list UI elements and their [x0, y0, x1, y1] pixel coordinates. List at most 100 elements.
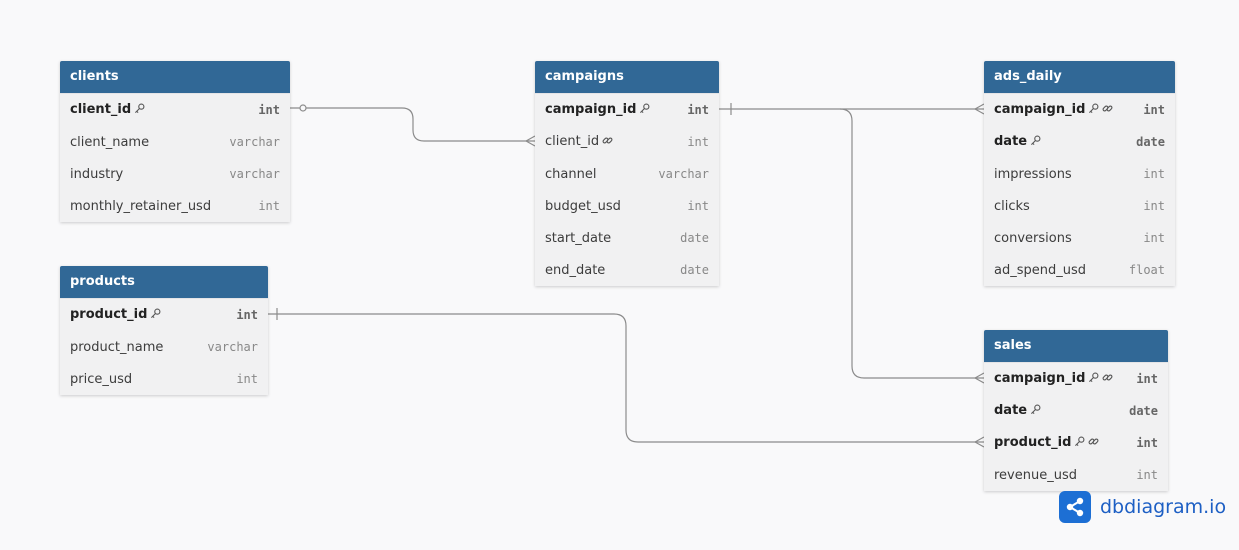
- column-row-end-date[interactable]: end_date date: [535, 254, 719, 286]
- column-name: revenue_usd: [994, 467, 1077, 483]
- column-name: budget_usd: [545, 198, 621, 214]
- column-name: product_id: [994, 435, 1072, 450]
- column-name: price_usd: [70, 371, 133, 387]
- key-icon: [1088, 103, 1099, 118]
- column-type: varchar: [658, 167, 709, 181]
- key-icon: [134, 103, 145, 118]
- column-name: client_id: [545, 134, 600, 149]
- column-row-budget-usd[interactable]: budget_usd int: [535, 190, 719, 222]
- column-type: varchar: [229, 135, 280, 149]
- column-type: varchar: [229, 167, 280, 181]
- column-type: int: [1143, 199, 1165, 213]
- column-type: date: [680, 263, 709, 277]
- column-type: int: [687, 135, 709, 149]
- dbdiagram-brand[interactable]: dbdiagram.io: [1059, 491, 1226, 523]
- table-header[interactable]: campaigns: [535, 61, 719, 93]
- column-name: campaign_id: [994, 102, 1086, 117]
- key-icon: [150, 308, 161, 323]
- table-header[interactable]: sales: [984, 330, 1168, 362]
- column-name: date: [994, 134, 1028, 149]
- column-name: monthly_retainer_usd: [70, 198, 212, 214]
- column-type: date: [680, 231, 709, 245]
- column-type: int: [687, 199, 709, 213]
- column-name: date: [994, 403, 1028, 418]
- column-name: client_name: [70, 134, 150, 150]
- column-row-revenue-usd[interactable]: revenue_usd int: [984, 459, 1168, 491]
- column-name: clicks: [994, 198, 1030, 214]
- key-icon: [1030, 404, 1041, 419]
- dbdiagram-brand-text: dbdiagram.io: [1100, 496, 1227, 518]
- column-name: ad_spend_usd: [994, 262, 1086, 278]
- column-row-client-name[interactable]: client_name varchar: [60, 126, 290, 158]
- column-name: industry: [70, 166, 124, 182]
- column-name: campaign_id: [545, 102, 637, 117]
- column-name: product_id: [70, 307, 148, 322]
- column-row-product-id[interactable]: product_id int: [60, 299, 268, 331]
- relationship-line-campaigns-sales: [839, 108, 984, 379]
- column-type: int: [1136, 468, 1158, 482]
- column-type: varchar: [207, 340, 258, 354]
- relationship-line-clients-campaigns: [290, 107, 535, 142]
- key-icon: [1030, 135, 1041, 150]
- link-icon: [602, 135, 613, 150]
- link-icon: [1088, 436, 1099, 451]
- column-type: int: [258, 103, 280, 117]
- column-row-date[interactable]: date date: [984, 395, 1168, 427]
- column-row-clicks[interactable]: clicks int: [984, 190, 1175, 222]
- column-row-industry[interactable]: industry varchar: [60, 158, 290, 190]
- column-row-client-id[interactable]: client_id int: [60, 94, 290, 126]
- column-name: campaign_id: [994, 371, 1086, 386]
- link-icon: [1102, 372, 1113, 387]
- table-header[interactable]: ads_daily: [984, 61, 1175, 93]
- column-name: channel: [545, 166, 597, 182]
- column-name: client_id: [70, 102, 132, 117]
- column-row-campaign-id[interactable]: campaign_id int: [535, 94, 719, 126]
- column-name: conversions: [994, 230, 1072, 246]
- column-type: int: [258, 199, 280, 213]
- many-marker: [974, 103, 985, 115]
- column-row-campaign-id[interactable]: campaign_id int: [984, 363, 1168, 395]
- column-row-campaign-id[interactable]: campaign_id int: [984, 94, 1175, 126]
- column-type: float: [1128, 263, 1165, 277]
- link-icon: [1102, 103, 1113, 118]
- many-marker: [974, 436, 985, 448]
- column-row-channel[interactable]: channel varchar: [535, 158, 719, 190]
- column-row-price-usd[interactable]: price_usd int: [60, 363, 268, 395]
- key-icon: [1088, 372, 1099, 387]
- column-type: int: [236, 372, 258, 386]
- column-row-conversions[interactable]: conversions int: [984, 222, 1175, 254]
- column-type: int: [687, 103, 709, 117]
- column-row-ad-spend-usd[interactable]: ad_spend_usd float: [984, 254, 1175, 286]
- column-name: end_date: [545, 262, 606, 278]
- column-row-start-date[interactable]: start_date date: [535, 222, 719, 254]
- column-name: start_date: [545, 230, 612, 246]
- column-name: product_name: [70, 339, 164, 355]
- table-header[interactable]: products: [60, 266, 268, 298]
- relationship-line-products-sales: [268, 313, 984, 443]
- many-marker: [974, 372, 985, 384]
- many-marker: [525, 135, 536, 147]
- key-icon: [639, 103, 650, 118]
- column-type: date: [1136, 135, 1165, 149]
- column-type: int: [236, 308, 258, 322]
- table-header[interactable]: clients: [60, 61, 290, 93]
- column-name: impressions: [994, 166, 1072, 182]
- key-icon: [1074, 436, 1085, 451]
- column-type: int: [1143, 103, 1165, 117]
- column-type: date: [1129, 404, 1158, 418]
- zero-marker: [299, 104, 307, 112]
- column-row-product-name[interactable]: product_name varchar: [60, 331, 268, 363]
- column-row-client-id[interactable]: client_id int: [535, 126, 719, 158]
- column-type: int: [1143, 231, 1165, 245]
- column-row-monthly-retainer-usd[interactable]: monthly_retainer_usd int: [60, 190, 290, 222]
- dbdiagram-logo-icon: [1059, 491, 1091, 523]
- column-type: int: [1136, 372, 1158, 386]
- column-row-date[interactable]: date date: [984, 126, 1175, 158]
